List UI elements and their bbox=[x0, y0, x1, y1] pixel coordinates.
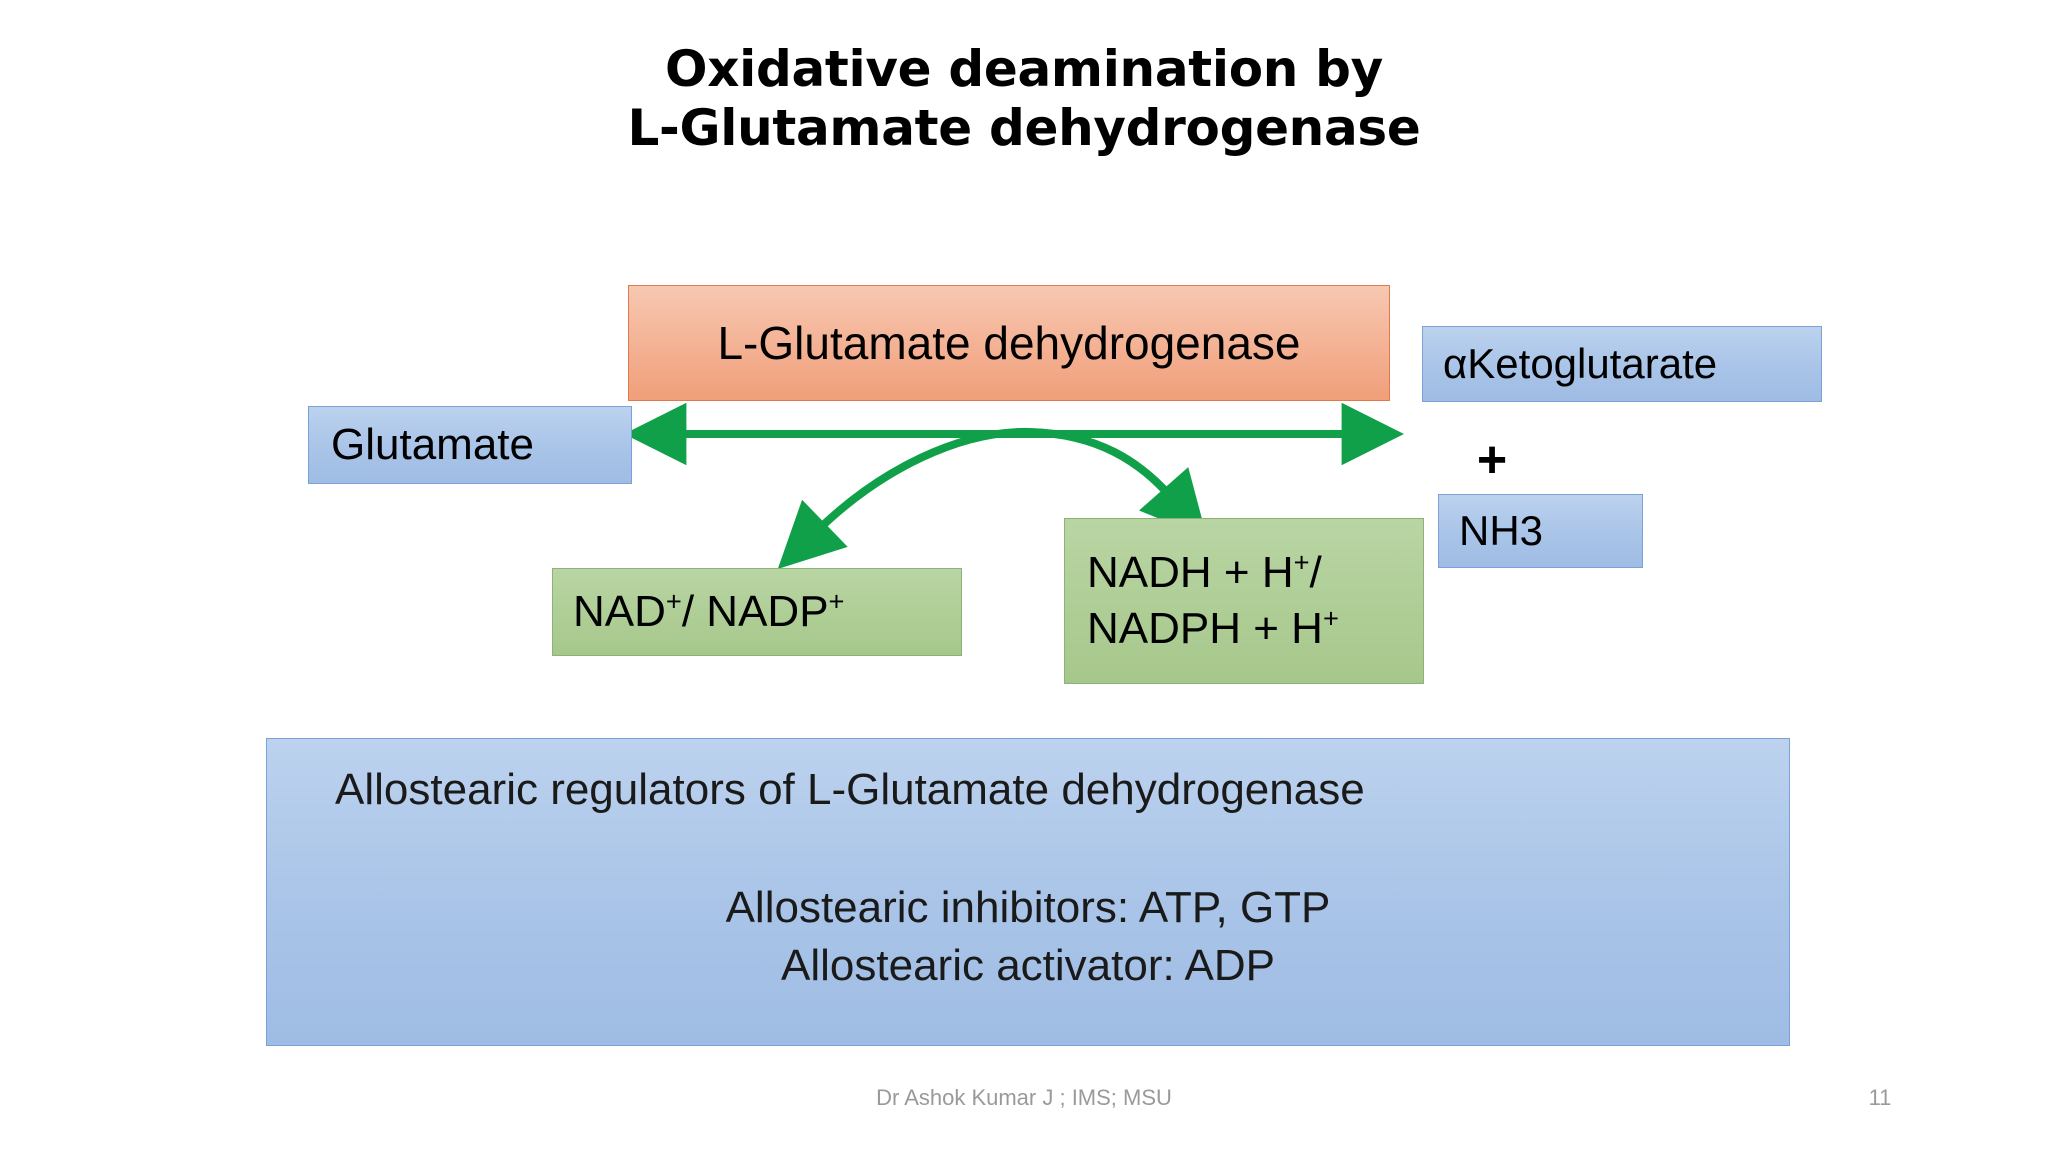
allosteric-activator-line: Allostearic activator: ADP bbox=[781, 941, 1275, 990]
cofactor-out-line-1: NADH + H+/ bbox=[1087, 545, 1339, 601]
allosteric-heading: Allostearic regulators of L-Glutamate de… bbox=[335, 765, 1365, 814]
cofactor-out-line-2: NADPH + H+ bbox=[1087, 601, 1339, 657]
product-label: αKetoglutarate bbox=[1443, 340, 1718, 387]
product-box-ketoglutarate: αKetoglutarate bbox=[1422, 326, 1822, 402]
title-line-2: L-Glutamate dehydrogenase bbox=[627, 99, 1421, 157]
cofactor-out-line1-sup: + bbox=[1293, 546, 1310, 578]
page-title: Oxidative deamination by L-Glutamate deh… bbox=[0, 40, 2048, 158]
cofactor-curved-arrow bbox=[777, 427, 1208, 569]
substrate-box-glutamate: Glutamate bbox=[308, 406, 632, 484]
cofactor-in-sup2: + bbox=[828, 585, 845, 617]
cofactor-box-nad: NAD+/ NADP+ bbox=[552, 568, 962, 656]
plus-sign: + bbox=[1476, 431, 1508, 489]
ammonia-label: NH3 bbox=[1459, 507, 1544, 554]
cofactor-in-base: NAD bbox=[573, 587, 666, 636]
page-number: 11 bbox=[1868, 1085, 1892, 1110]
cofactor-in-sup1: + bbox=[665, 585, 682, 617]
footer-credit: Dr Ashok Kumar J ; IMS; MSU bbox=[876, 1085, 1172, 1110]
cofactor-out-line2-sup: + bbox=[1322, 602, 1339, 634]
enzyme-box: L-Glutamate dehydrogenase bbox=[628, 285, 1390, 401]
cofactor-out-line1-base: NADH + H bbox=[1087, 547, 1294, 597]
allosteric-inhibitors-line: Allostearic inhibitors: ATP, GTP bbox=[725, 883, 1331, 932]
cofactor-out-line1-tail: / bbox=[1309, 547, 1322, 597]
cofactor-box-nadh: NADH + H+/ NADPH + H+ bbox=[1064, 518, 1424, 684]
enzyme-label: L-Glutamate dehydrogenase bbox=[717, 317, 1301, 369]
cofactor-out-line2-base: NADPH + H bbox=[1087, 604, 1323, 653]
title-line-1: Oxidative deamination by bbox=[665, 40, 1383, 98]
substrate-label: Glutamate bbox=[331, 420, 534, 469]
cofactor-out-label: NADH + H+/ NADPH + H+ bbox=[1087, 545, 1339, 658]
cofactor-in-label: NAD+/ NADP+ bbox=[573, 587, 844, 637]
allosteric-regulators-box: Allostearic regulators of L-Glutamate de… bbox=[266, 738, 1790, 1046]
cofactor-in-mid: / NADP bbox=[681, 587, 829, 636]
allosteric-spacer bbox=[267, 825, 1789, 883]
product-box-ammonia: NH3 bbox=[1438, 494, 1643, 568]
